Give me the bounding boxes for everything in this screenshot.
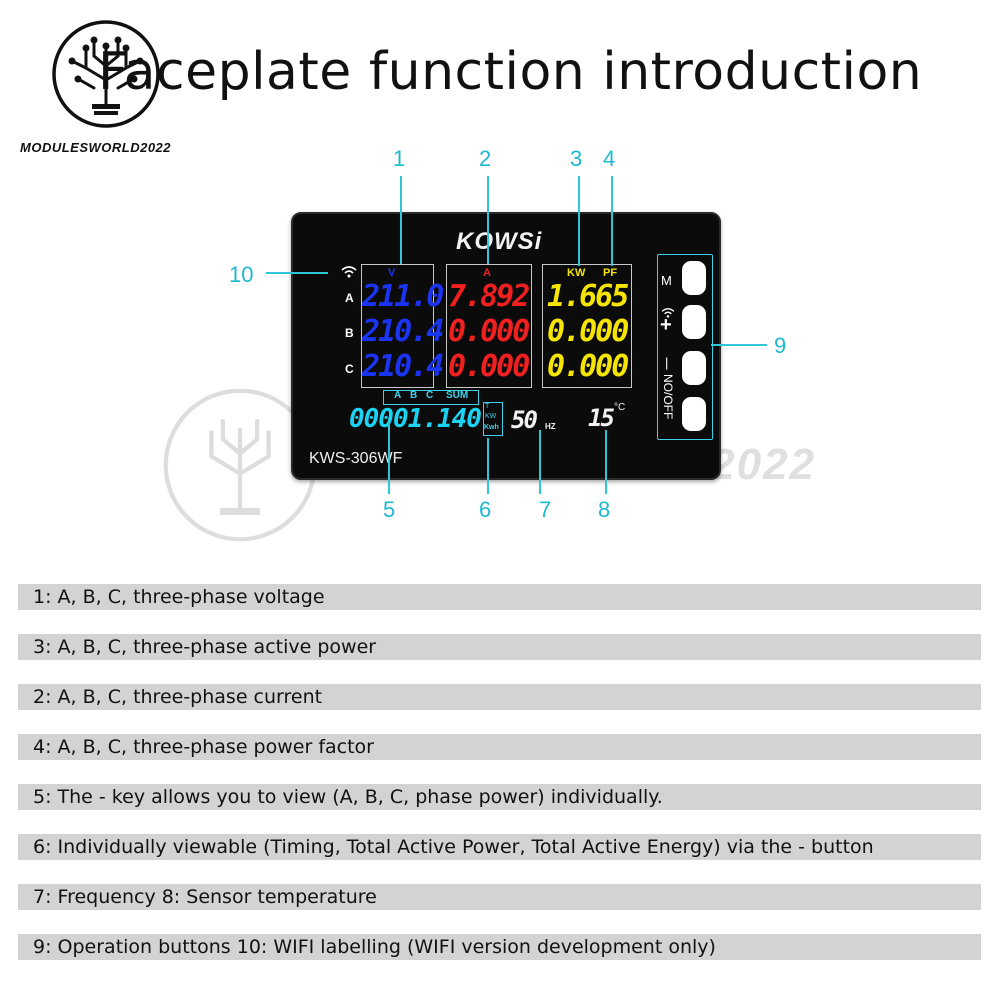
callout-line-3 <box>578 176 580 266</box>
temperature-readout: 15 <box>588 404 615 432</box>
voltage-value-a: 211.0 <box>362 279 444 314</box>
callout-7: 7 <box>539 497 552 522</box>
on-off-button[interactable] <box>682 397 706 431</box>
description-text: 6: Individually viewable (Timing, Total … <box>33 836 874 858</box>
callout-line-6 <box>487 438 489 494</box>
description-text: 9: Operation buttons 10: WIFI labelling … <box>33 936 716 958</box>
selector-label-b: B <box>410 390 418 401</box>
current-group: A 7.892 0.000 0.000 <box>446 264 532 388</box>
callout-9: 9 <box>774 333 787 358</box>
phase-label-c: C <box>345 362 354 376</box>
energy-readout: 00001.140 <box>349 404 482 434</box>
description-text: 2: A, B, C, three-phase current <box>33 686 323 708</box>
phase-label-b: B <box>345 326 354 340</box>
callout-line-2 <box>487 176 489 264</box>
callout-line-4 <box>611 176 613 266</box>
tree-circuit-logo-icon <box>52 20 160 128</box>
description-row: 1: A, B, C, three-phase voltage <box>18 584 981 610</box>
power-value-a: 1.665 <box>547 279 629 314</box>
description-row: 7: Frequency 8: Sensor temperature <box>18 884 981 910</box>
power-unit-pf: PF <box>603 267 618 279</box>
callout-line-9 <box>711 344 767 346</box>
selector-label-c: C <box>426 390 434 401</box>
current-value-b: 0.000 <box>448 314 530 349</box>
callout-3: 3 <box>570 146 583 171</box>
frequency-readout: 50 <box>511 406 538 434</box>
device-faceplate: KOWSi A B C V 211.0 210.4 210.4 A 7.892 … <box>291 212 721 480</box>
description-text: 5: The - key allows you to view (A, B, C… <box>33 786 663 808</box>
description-row: 3: A, B, C, three-phase active power <box>18 634 981 660</box>
unit-kw: KW <box>485 413 497 420</box>
current-unit: A <box>483 267 491 279</box>
description-text: 4: A, B, C, three-phase power factor <box>33 736 374 758</box>
m-button-label: M <box>661 273 672 288</box>
power-unit-kw: KW <box>567 267 586 279</box>
voltage-unit: V <box>388 267 396 279</box>
description-row: 5: The - key allows you to view (A, B, C… <box>18 784 981 810</box>
callout-8: 8 <box>598 497 611 522</box>
selector-label-a: A <box>394 390 402 401</box>
model-label: KWS-306WF <box>309 450 403 467</box>
callout-line-5 <box>388 418 390 494</box>
current-value-a: 7.892 <box>448 279 530 314</box>
description-row: 4: A, B, C, three-phase power factor <box>18 734 981 760</box>
callout-4: 4 <box>603 146 616 171</box>
description-row: 9: Operation buttons 10: WIFI labelling … <box>18 934 981 960</box>
unit-kwh: Kwh <box>484 424 499 431</box>
device-brand: KOWSi <box>456 228 543 255</box>
callout-5: 5 <box>383 497 396 522</box>
brand-text: MODULESWORLD2022 <box>20 140 172 155</box>
callout-10: 10 <box>229 262 254 287</box>
power-value-b: 0.000 <box>547 314 629 349</box>
callout-6: 6 <box>479 497 492 522</box>
energy-unit-box: T KW Kwh <box>483 402 503 436</box>
unit-t: T <box>485 403 490 410</box>
description-row: 2: A, B, C, three-phase current <box>18 684 981 710</box>
callout-line-1 <box>400 176 402 264</box>
button-wifi-icon <box>661 308 675 318</box>
callout-line-8 <box>605 430 607 494</box>
wifi-icon <box>341 266 357 278</box>
temperature-unit: °C <box>614 402 626 413</box>
power-group: KW PF 1.665 0.000 0.000 <box>542 264 632 388</box>
operation-button-panel: M + | NO/OFF <box>657 254 713 440</box>
current-value-c: 0.000 <box>448 349 530 384</box>
frequency-unit: HZ <box>545 422 556 431</box>
description-text: 3: A, B, C, three-phase active power <box>33 636 377 658</box>
voltage-value-c: 210.4 <box>362 349 444 384</box>
callout-1: 1 <box>393 146 406 171</box>
minus-button[interactable] <box>682 351 706 385</box>
description-row: 6: Individually viewable (Timing, Total … <box>18 834 981 860</box>
on-off-button-label: NO/OFF <box>661 374 675 420</box>
page-title: Faceplate function introduction <box>98 42 923 102</box>
phase-selector-indicator: A B C SUM <box>383 390 479 405</box>
callout-line-7 <box>539 430 541 494</box>
description-text: 7: Frequency 8: Sensor temperature <box>33 886 377 908</box>
callout-2: 2 <box>479 146 492 171</box>
description-text: 1: A, B, C, three-phase voltage <box>33 586 325 608</box>
voltage-value-b: 210.4 <box>362 314 444 349</box>
m-button[interactable] <box>682 261 706 295</box>
voltage-group: V 211.0 210.4 210.4 <box>361 264 444 388</box>
phase-label-a: A <box>345 291 354 305</box>
callout-line-10 <box>266 272 328 274</box>
selector-label-sum: SUM <box>446 390 469 401</box>
plus-button-label: + <box>660 314 672 336</box>
minus-button-label: | <box>665 355 669 370</box>
plus-button[interactable] <box>682 305 706 339</box>
power-value-c: 0.000 <box>547 349 629 384</box>
